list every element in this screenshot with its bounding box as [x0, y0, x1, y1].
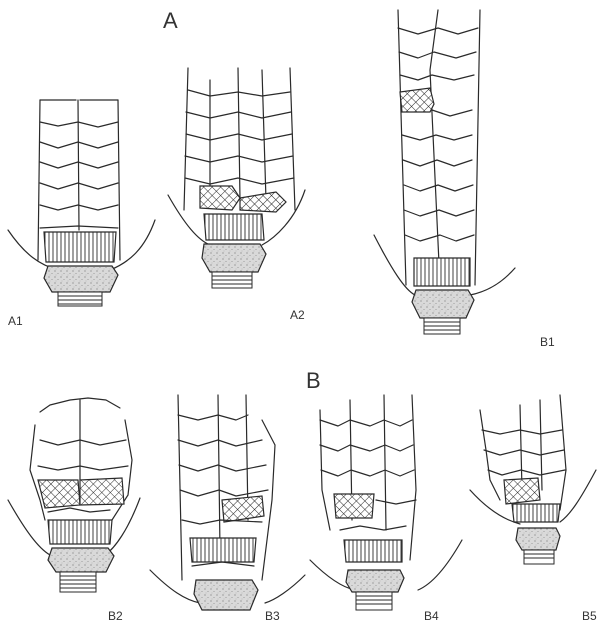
panel-label-b1: B1 — [540, 335, 555, 349]
heading-a: A — [163, 8, 178, 33]
panel-b5 — [470, 395, 596, 564]
panel-b2 — [8, 398, 140, 592]
panel-label-b5: B5 — [582, 609, 597, 623]
panel-label-b2: B2 — [108, 609, 123, 623]
panel-label-b3: B3 — [265, 609, 280, 623]
panel-a2 — [168, 68, 305, 288]
panel-b3 — [150, 395, 305, 610]
panel-label-a1: A1 — [8, 314, 23, 328]
panel-label-a2: A2 — [290, 308, 305, 322]
panel-b1 — [374, 10, 515, 334]
panel-label-b4: B4 — [424, 609, 439, 623]
panel-b4 — [310, 395, 462, 610]
heading-b: B — [306, 368, 321, 393]
panel-a1 — [8, 100, 155, 306]
